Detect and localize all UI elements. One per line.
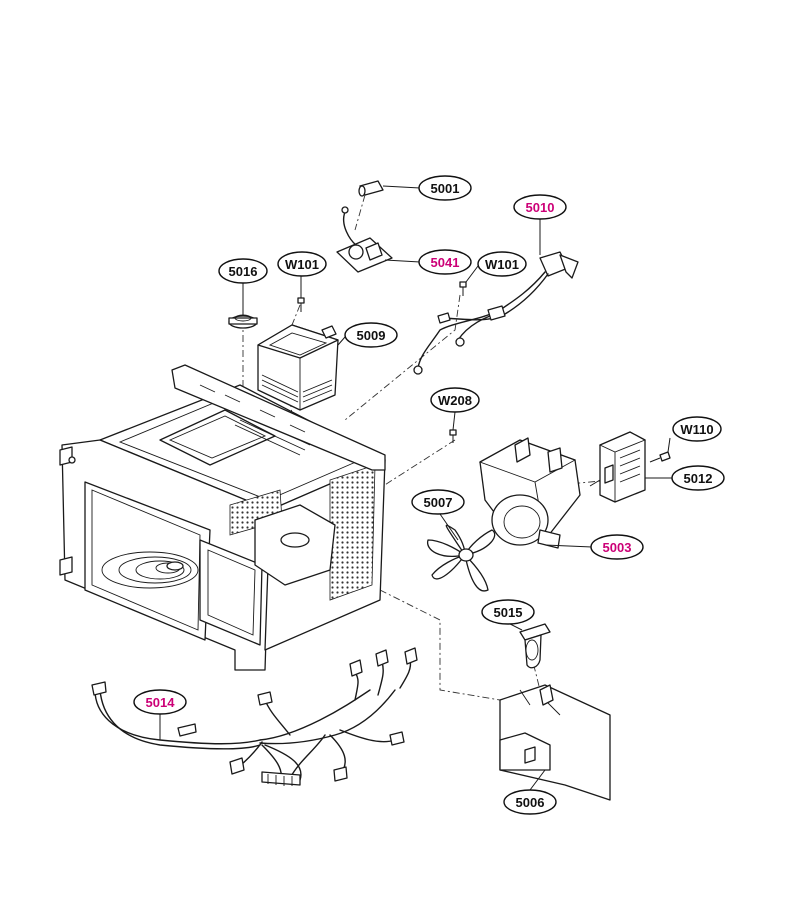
- screw-w101-left: [297, 297, 305, 312]
- part-label-w101-left: W101: [277, 251, 327, 277]
- svg-text:5007: 5007: [424, 495, 453, 510]
- svg-text:5001: 5001: [431, 181, 460, 196]
- svg-text:5041: 5041: [431, 255, 460, 270]
- screw-w208: [449, 429, 457, 443]
- part-label-5001: 5001: [418, 175, 472, 201]
- noise-filter-board-5041: [336, 206, 393, 273]
- part-label-w208: W208: [430, 387, 480, 413]
- turntable-rings: [101, 551, 199, 589]
- svg-text:5012: 5012: [684, 471, 713, 486]
- part-label-5010: 5010: [513, 194, 567, 220]
- part-label-w101-right: W101: [477, 251, 527, 277]
- part-label-5003: 5003: [590, 534, 644, 560]
- svg-text:5016: 5016: [229, 264, 258, 279]
- svg-text:5009: 5009: [357, 328, 386, 343]
- svg-text:W101: W101: [285, 257, 319, 272]
- svg-text:W110: W110: [680, 422, 713, 437]
- part-label-5006: 5006: [503, 789, 557, 815]
- part-label-5015: 5015: [481, 599, 535, 625]
- svg-text:W101: W101: [485, 257, 519, 272]
- part-label-5041: 5041: [418, 249, 472, 275]
- part-label-5009: 5009: [344, 322, 398, 348]
- part-label-5014: 5014: [133, 689, 187, 715]
- svg-text:W208: W208: [438, 393, 472, 408]
- svg-text:5010: 5010: [526, 200, 555, 215]
- fan-motor-5012: [589, 431, 647, 503]
- part-label-w110: W110: [672, 416, 722, 442]
- fan-duct-5003: [478, 437, 581, 549]
- fan-blade-5007: [427, 524, 496, 592]
- svg-text:5015: 5015: [494, 605, 523, 620]
- leader-lines: [159, 185, 672, 791]
- part-label-5007: 5007: [411, 489, 465, 515]
- part-label-5012: 5012: [671, 465, 725, 491]
- latch-board-5006: [499, 684, 611, 801]
- lamp-5015: [519, 623, 551, 669]
- screw-w110: [649, 451, 671, 463]
- magnetron-5009: [257, 324, 339, 411]
- wire-harness-5014: [91, 647, 418, 786]
- microwave-cavity-chassis: [59, 364, 386, 671]
- fuse-part-5001: [358, 180, 384, 197]
- power-cord-5010: [413, 251, 579, 375]
- thermostat-5016: [228, 314, 258, 329]
- part-label-5016: 5016: [218, 258, 268, 284]
- svg-text:5003: 5003: [603, 540, 632, 555]
- svg-text:5014: 5014: [146, 695, 176, 710]
- screw-w101-right: [459, 281, 467, 296]
- svg-text:5006: 5006: [516, 795, 545, 810]
